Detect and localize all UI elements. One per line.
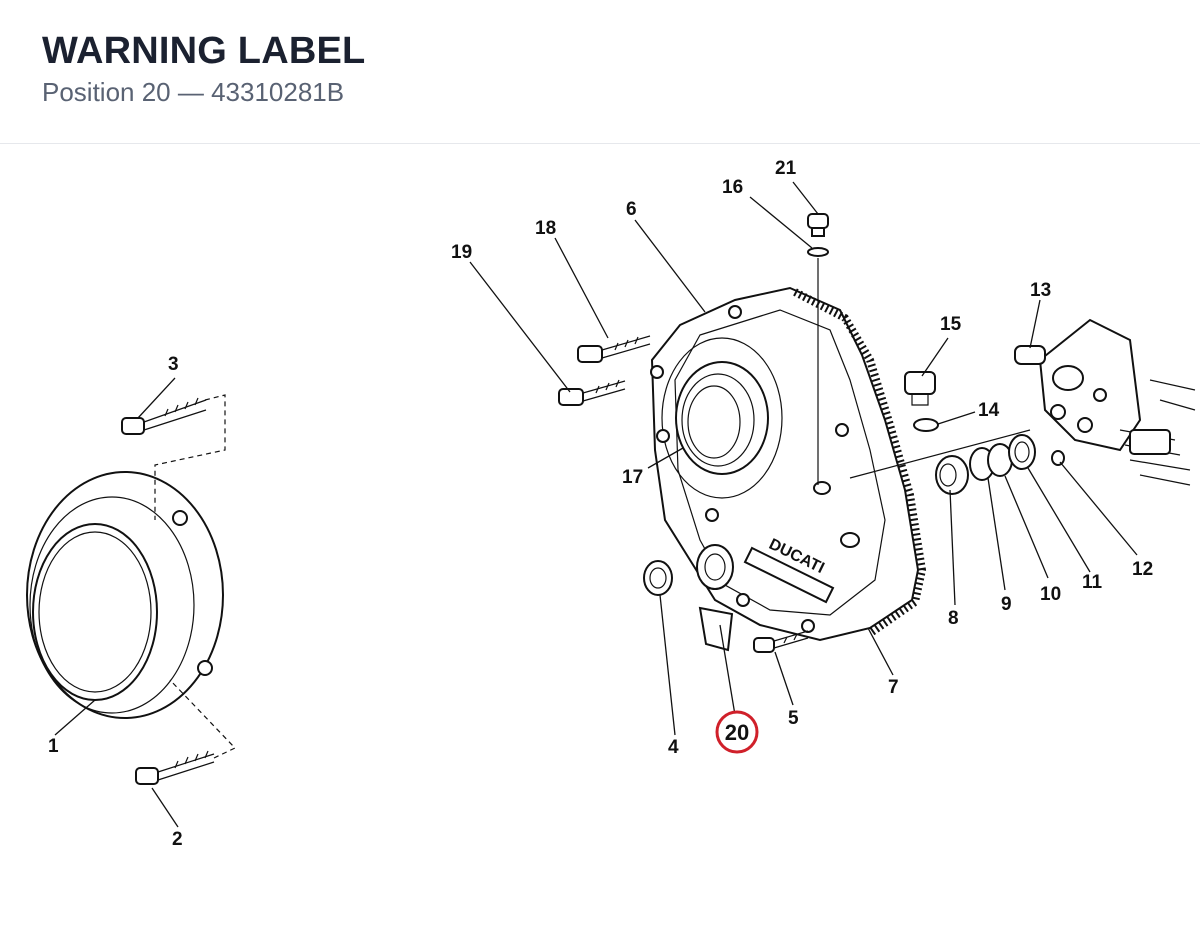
callout-15: 15 xyxy=(940,314,962,335)
screw-18 xyxy=(577,335,651,363)
warning-label-part xyxy=(698,606,734,652)
callout-12: 12 xyxy=(1132,559,1153,580)
plug-21 xyxy=(807,213,829,485)
seal-4 xyxy=(643,560,673,596)
screw-19 xyxy=(558,379,626,406)
callout-8: 8 xyxy=(948,608,959,629)
leader-lines xyxy=(54,181,1138,828)
page-title: WARNING LABEL xyxy=(42,30,366,72)
highlighted-callout-20[interactable]: 20 xyxy=(715,710,759,754)
page-subtitle: Position 20 — 43310281B xyxy=(42,77,345,107)
callout-7: 7 xyxy=(888,677,899,698)
callout-6: 6 xyxy=(626,199,637,220)
callout-2: 2 xyxy=(172,829,183,850)
callout-14: 14 xyxy=(978,400,1000,421)
callout-3: 3 xyxy=(168,354,179,375)
callout-20: 20 xyxy=(725,720,749,745)
callout-10: 10 xyxy=(1040,584,1061,605)
callout-9: 9 xyxy=(1001,594,1012,615)
header: WARNING LABEL Position 20 — 43310281B xyxy=(0,0,1200,144)
screw-5 xyxy=(753,630,809,653)
clutch-cover xyxy=(26,471,224,719)
callout-21: 21 xyxy=(775,158,797,179)
callout-17: 17 xyxy=(622,467,643,488)
bushings-8-11 xyxy=(849,429,1036,495)
screw-3 xyxy=(121,397,207,435)
callout-16: 16 xyxy=(722,177,743,198)
engine-case xyxy=(1014,318,1196,486)
oil-filler-cap-15 xyxy=(904,371,939,432)
callout-4: 4 xyxy=(668,737,679,758)
screw-2 xyxy=(135,750,215,785)
callout-1: 1 xyxy=(48,736,59,757)
side-cover: DUCATI xyxy=(650,286,927,642)
highlight-ring xyxy=(715,710,759,754)
callout-19: 19 xyxy=(451,242,472,263)
callout-11: 11 xyxy=(1082,572,1103,593)
callout-18: 18 xyxy=(535,218,556,239)
exploded-parts-diagram: DUCATI xyxy=(26,158,1196,850)
callout-5: 5 xyxy=(788,708,799,729)
callout-13: 13 xyxy=(1030,280,1051,301)
